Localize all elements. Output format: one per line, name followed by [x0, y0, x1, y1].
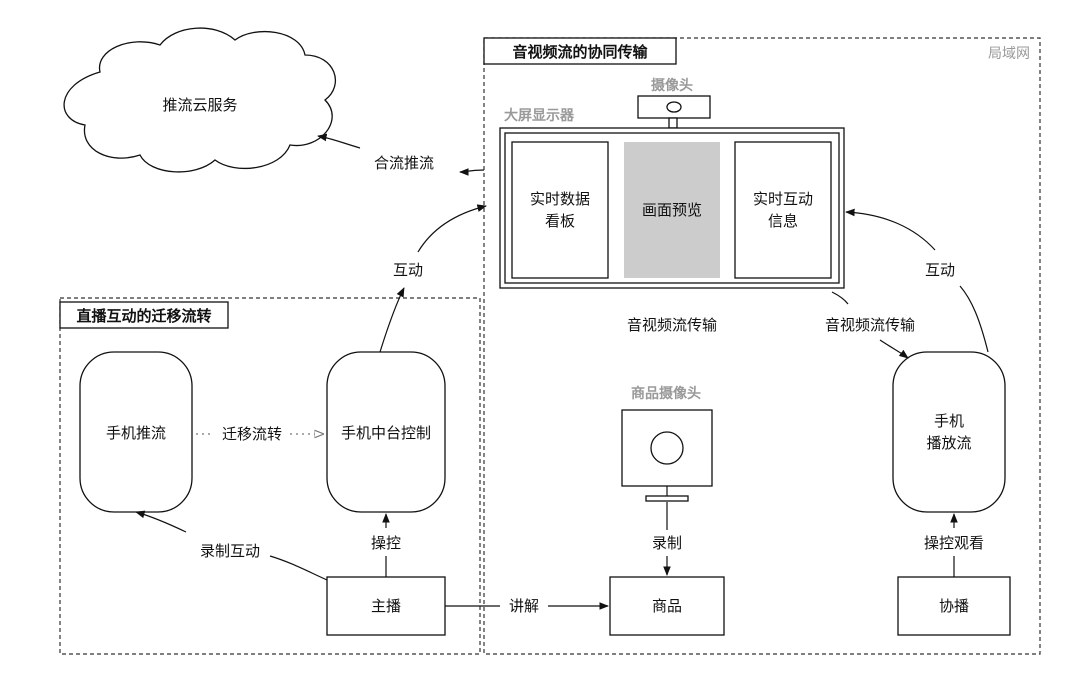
host-label: 主播 [371, 597, 401, 615]
phone-play-line2: 播放流 [926, 434, 971, 452]
product-camera-label: 商品摄像头 [631, 385, 701, 402]
av-sync-title-box [483, 37, 677, 65]
live-migration-region [59, 297, 481, 655]
edge-explain-label: 讲解 [509, 597, 539, 615]
panel-interaction-line2: 信息 [768, 212, 798, 230]
edge-interact-left-lower [379, 287, 405, 353]
product-node [609, 576, 725, 636]
edge-record-interact-lower [269, 555, 328, 581]
panel-preview-label: 画面预览 [642, 201, 702, 219]
lan-label: 局域网 [988, 46, 1030, 62]
edge-av-right-lower [879, 339, 909, 359]
phone-control-label: 手机中台控制 [341, 424, 431, 442]
lan-region [483, 37, 1041, 655]
edge-record-interact-label: 录制互动 [200, 542, 260, 560]
panel-preview [624, 142, 720, 278]
host-node [326, 576, 446, 636]
edge-operate-watch-label: 操控观看 [924, 534, 984, 552]
assistant-node [897, 576, 1011, 636]
camera-label: 摄像头 [651, 77, 693, 94]
big-screen-label: 大屏显示器 [504, 107, 575, 124]
assistant-label: 协播 [939, 597, 969, 615]
phone-play-node [892, 351, 1006, 513]
av-sync-title: 音视频流的协同传输 [512, 43, 648, 61]
product-camera-lens-icon [650, 431, 684, 465]
product-camera-stand [645, 495, 689, 502]
edge-interact-right-upper [845, 208, 936, 251]
camera-lens-icon [666, 101, 682, 113]
edge-operate-label: 操控 [371, 534, 401, 552]
product-label: 商品 [652, 597, 682, 615]
panel-interaction [734, 141, 832, 279]
edge-record-label: 录制 [652, 534, 682, 552]
phone-play-line1: 手机 [934, 412, 964, 430]
panel-dashboard-line2: 看板 [545, 212, 575, 230]
panel-dashboard-line1: 实时数据 [530, 190, 590, 208]
edge-interact-left-label: 互动 [393, 261, 423, 279]
panel-interaction-line1: 实时互动 [753, 190, 813, 208]
phone-push-label: 手机推流 [106, 424, 166, 442]
edge-migrate-label: 迁移流转 [222, 425, 282, 443]
panel-dashboard [511, 141, 609, 279]
edge-av-center-label: 音视频流传输 [627, 316, 717, 334]
edge-merge-push [317, 133, 361, 149]
edge-av-right-label: 音视频流传输 [825, 316, 915, 334]
live-migration-title: 直播互动的迁移流转 [76, 307, 211, 325]
phone-control-node [326, 351, 446, 513]
edge-interact-left-upper [417, 204, 487, 253]
edge-av-right-upper [831, 291, 849, 305]
edge-record-interact-upper [135, 510, 187, 533]
edge-merge-push-tail [459, 168, 485, 176]
cloud-label: 推流云服务 [162, 96, 237, 114]
live-migration-title-box [59, 301, 229, 329]
edge-merge-push-label: 合流推流 [374, 154, 434, 172]
camera-mount [668, 117, 678, 129]
edge-interact-right-lower [959, 285, 989, 353]
edge-interact-right-label: 互动 [925, 261, 955, 279]
